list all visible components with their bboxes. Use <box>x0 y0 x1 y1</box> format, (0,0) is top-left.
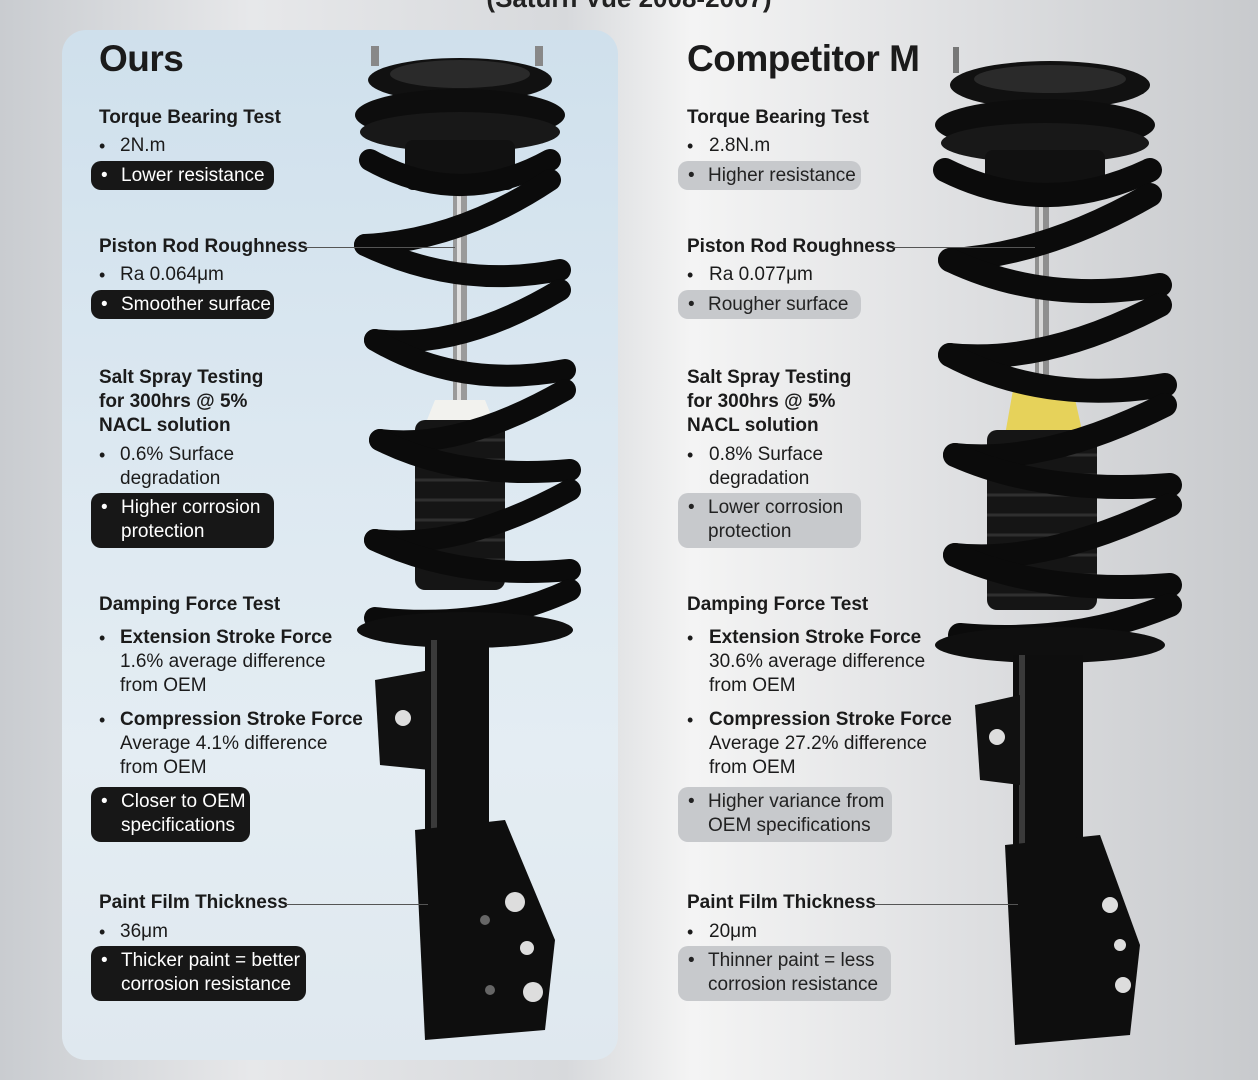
ours-rod-verdict: • Smoother surface <box>91 290 274 319</box>
bullet-icon: • <box>688 791 695 812</box>
bullet-icon: • <box>99 922 106 942</box>
top-caption: (Saturn Vue 2008-2007) <box>0 0 1258 14</box>
bullet-icon: • <box>688 165 695 186</box>
ours-comp-line-1: Average 4.1% difference <box>120 733 328 754</box>
bullet-icon: • <box>101 294 108 315</box>
bullet-icon: • <box>688 497 695 518</box>
ours-damping-title: Damping Force Test <box>99 594 281 615</box>
competitor-strut-image <box>933 47 1182 1045</box>
bullet-icon: • <box>99 710 106 730</box>
bullet-icon: • <box>688 950 695 971</box>
comp-torque-verdict: • Higher resistance <box>678 161 861 190</box>
bullet-icon: • <box>99 265 106 285</box>
bullet-icon: • <box>687 445 694 465</box>
ours-salt-verdict-line-2: protection <box>121 521 205 542</box>
comp-damping-title: Damping Force Test <box>687 594 869 615</box>
competitor-heading: Competitor M <box>687 38 920 79</box>
comp-damping-verdict: • Higher variance from OEM specification… <box>678 787 892 842</box>
ours-rod-value: Ra 0.064μm <box>120 264 224 285</box>
ours-torque-verdict: • Lower resistance <box>91 161 274 190</box>
bullet-icon: • <box>687 922 694 942</box>
ours-torque-value: 2N.m <box>120 135 166 156</box>
comp-salt-verdict-line-2: protection <box>708 521 792 542</box>
bullet-icon: • <box>101 497 108 518</box>
ours-rod-verdict-text: Smoother surface <box>121 294 271 315</box>
bullet-icon: • <box>99 628 106 648</box>
ours-salt-title-1: Salt Spray Testing <box>99 367 264 388</box>
ours-salt-title-3: NACL solution <box>99 415 231 436</box>
ours-paint-leader-line <box>286 904 428 905</box>
ours-salt-verdict-line-1: Higher corrosion <box>121 497 261 518</box>
ours-paint-verdict-line-1: Thicker paint = better <box>121 950 301 971</box>
ours-paint-verdict-line-2: corrosion resistance <box>121 974 292 995</box>
ours-salt-value-2: degradation <box>120 468 221 489</box>
comp-rod-value: Ra 0.077μm <box>709 264 813 285</box>
bullet-icon: • <box>99 136 106 156</box>
ours-ext-line-2: from OEM <box>120 675 207 696</box>
ours-torque-verdict-text: Lower resistance <box>121 165 265 186</box>
ours-comp-title: Compression Stroke Force <box>120 709 363 730</box>
comp-damping-verdict-line-1: Higher variance from <box>708 791 885 812</box>
ours-paint-value: 36μm <box>120 921 168 942</box>
comp-torque-verdict-text: Higher resistance <box>708 165 856 186</box>
comp-torque-value: 2.8N.m <box>709 135 771 156</box>
ours-salt-value-1: 0.6% Surface <box>120 444 235 465</box>
comp-comp-line-2: from OEM <box>709 757 796 778</box>
comp-salt-value-2: degradation <box>709 468 810 489</box>
ours-salt-verdict: • Higher corrosion protection <box>91 493 274 548</box>
bullet-icon: • <box>101 165 108 186</box>
ours-rod-leader-line <box>305 247 455 248</box>
comp-ext-title: Extension Stroke Force <box>709 627 922 648</box>
comp-comp-title: Compression Stroke Force <box>709 709 952 730</box>
ours-paint-verdict: • Thicker paint = better corrosion resis… <box>91 946 306 1001</box>
comp-paint-verdict-line-2: corrosion resistance <box>708 974 879 995</box>
comp-salt-value-1: 0.8% Surface <box>709 444 824 465</box>
bullet-icon: • <box>687 710 694 730</box>
ours-torque-title: Torque Bearing Test <box>99 107 281 128</box>
comp-ext-line-1: 30.6% average difference <box>709 651 926 672</box>
comp-paint-value: 20μm <box>709 921 757 942</box>
bullet-icon: • <box>101 950 108 971</box>
ours-damping-verdict: • Closer to OEM specifications <box>91 787 250 842</box>
comp-torque-title: Torque Bearing Test <box>687 107 869 128</box>
comp-paint-title: Paint Film Thickness <box>687 892 876 913</box>
comp-rod-leader-line <box>893 247 1035 248</box>
ours-ext-line-1: 1.6% average difference <box>120 651 326 672</box>
ours-paint-title: Paint Film Thickness <box>99 892 288 913</box>
comp-salt-title-1: Salt Spray Testing <box>687 367 852 388</box>
bullet-icon: • <box>688 294 695 315</box>
comp-salt-title-2: for 300hrs @ 5% <box>687 391 836 412</box>
ours-ext-title: Extension Stroke Force <box>120 627 333 648</box>
comp-paint-verdict: • Thinner paint = less corrosion resista… <box>678 946 891 1001</box>
comp-damping-verdict-line-2: OEM specifications <box>708 815 871 836</box>
comp-paint-leader-line <box>874 904 1018 905</box>
comp-paint-verdict-line-1: Thinner paint = less <box>708 950 875 971</box>
ours-strut-image <box>354 46 581 1040</box>
comp-salt-verdict-line-1: Lower corrosion <box>708 497 844 518</box>
bullet-icon: • <box>99 445 106 465</box>
ours-comp-line-2: from OEM <box>120 757 207 778</box>
comp-rod-verdict: • Rougher surface <box>678 290 861 319</box>
bullet-icon: • <box>687 265 694 285</box>
ours-rod-title: Piston Rod Roughness <box>99 236 308 257</box>
comp-salt-verdict: • Lower corrosion protection <box>678 493 861 548</box>
bullet-icon: • <box>687 136 694 156</box>
ours-damping-verdict-line-2: specifications <box>121 815 236 836</box>
comp-salt-title-3: NACL solution <box>687 415 819 436</box>
comp-ext-line-2: from OEM <box>709 675 796 696</box>
comp-rod-verdict-text: Rougher surface <box>708 294 849 315</box>
ours-salt-title-2: for 300hrs @ 5% <box>99 391 248 412</box>
ours-heading: Ours <box>99 38 184 79</box>
comp-comp-line-1: Average 27.2% difference <box>709 733 927 754</box>
ours-damping-verdict-line-1: Closer to OEM <box>121 791 246 812</box>
comp-rod-title: Piston Rod Roughness <box>687 236 896 257</box>
bullet-icon: • <box>101 791 108 812</box>
bullet-icon: • <box>687 628 694 648</box>
